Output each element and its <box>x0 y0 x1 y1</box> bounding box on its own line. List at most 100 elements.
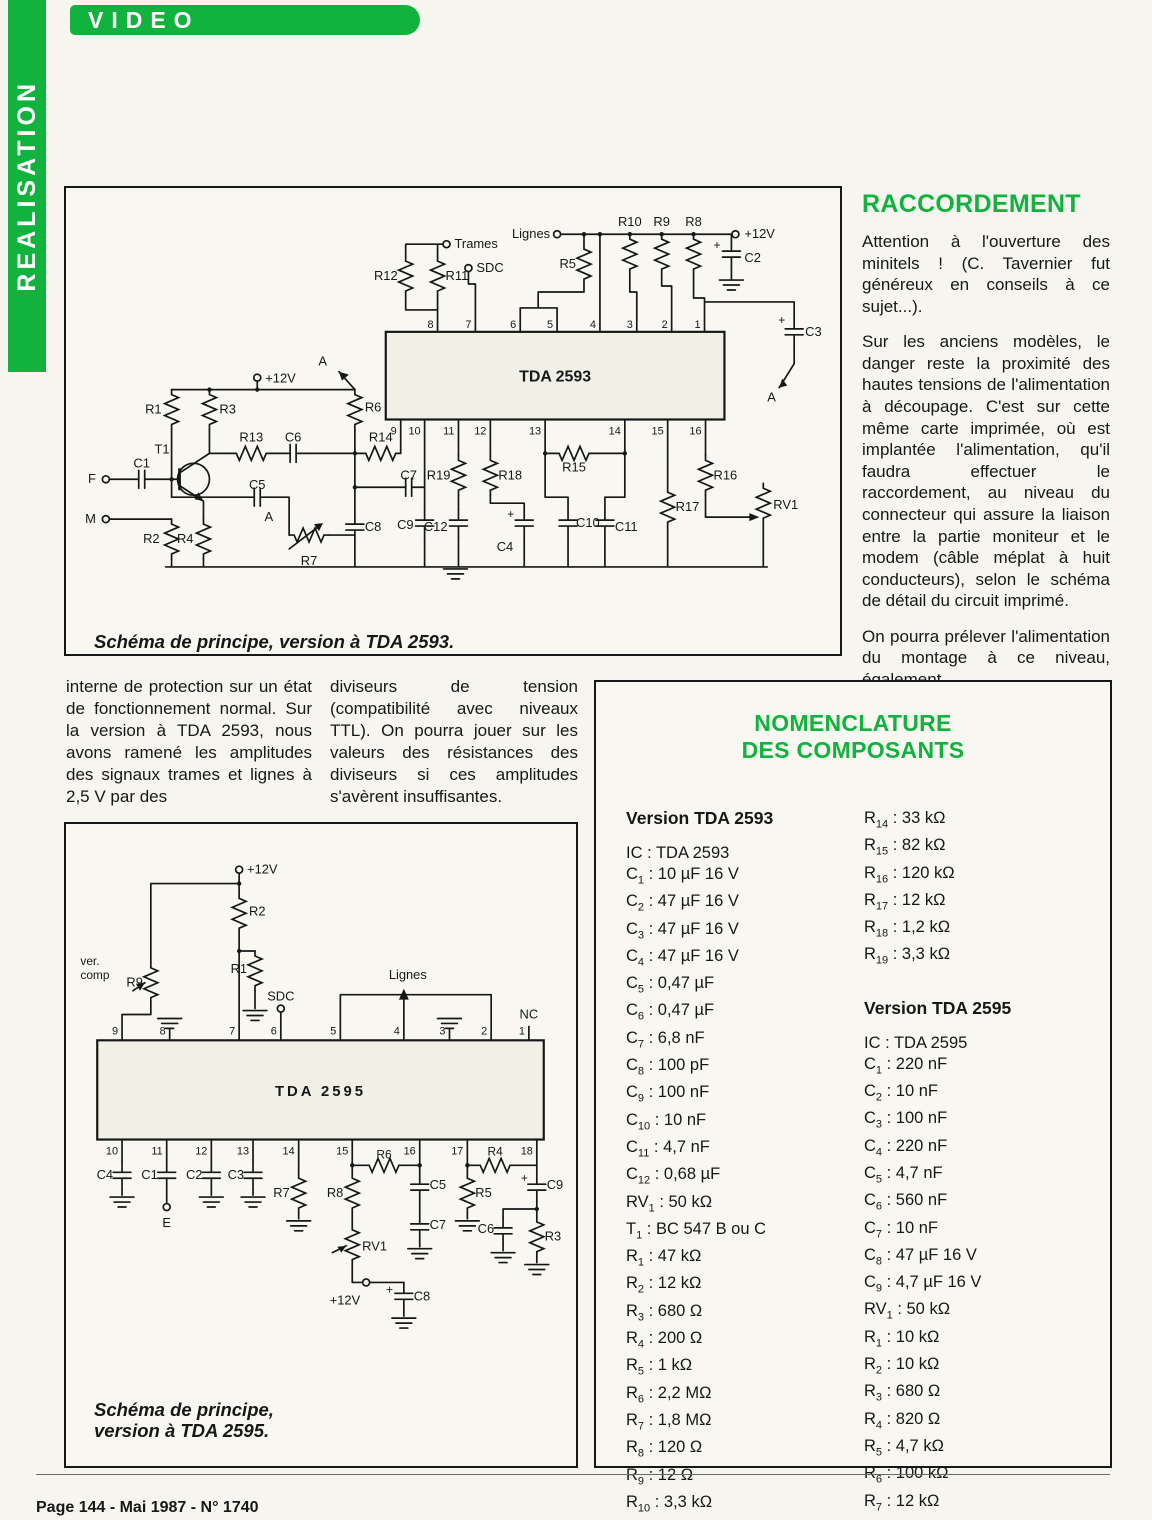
component-item: R8 : 120 kΩ <box>864 1518 1104 1520</box>
schematic1-caption: Schéma de principe, version à TDA 2593. <box>94 630 455 652</box>
schematic-label: 13 <box>237 1145 249 1157</box>
page-footer: Page 144 - Mai 1987 - N° 1740 <box>36 1499 259 1516</box>
component-item: C9 : 100 nF <box>626 1083 710 1105</box>
component-item: C8 : 100 pF <box>626 1056 710 1078</box>
schematic-label: +12V <box>247 862 278 877</box>
schematic-label: R7 <box>301 553 318 568</box>
terminals <box>101 229 740 524</box>
junctions <box>169 232 696 490</box>
schematic-label: 4 <box>394 1025 400 1037</box>
schematic-label: R7 <box>273 1185 289 1200</box>
schematic-label: + <box>386 1282 393 1296</box>
schematic-label: ver. <box>80 954 99 968</box>
component-item: R3 : 680 Ω <box>864 1382 941 1404</box>
component-item: C8 : 47 µF 16 V <box>864 1245 977 1268</box>
component-item: C7 : 10 nF <box>864 1218 938 1240</box>
ic-label: TDA 2593 <box>519 369 591 386</box>
schematic-label: 5 <box>547 319 553 331</box>
ic-tda2595 <box>96 1039 545 1141</box>
schematic-label: 8 <box>160 1025 166 1037</box>
schematic-label: C9 <box>547 1177 563 1192</box>
schematic-label: R12 <box>374 268 398 283</box>
schematic-label: R13 <box>239 429 263 444</box>
schematic-label: R3 <box>219 402 236 417</box>
schematic-label: 18 <box>521 1145 533 1157</box>
schematic-label: C11 <box>615 519 638 534</box>
schematic-label: A <box>318 354 327 369</box>
schematic-label: 9 <box>391 425 397 437</box>
component-item: R17 : 12 kΩ <box>864 890 946 913</box>
schematic-label: R10 <box>618 214 642 229</box>
wires <box>108 233 796 568</box>
schematic-label: R1 <box>145 402 162 417</box>
component-item: C3 : 47 µF 16 V <box>626 919 739 941</box>
nomenclature-title-line2: DES COMPOSANTS <box>741 737 965 764</box>
schematic-label: +12V <box>330 1292 361 1307</box>
component-item: R2 : 10 kΩ <box>864 1355 940 1377</box>
schematic-label: 13 <box>529 425 541 437</box>
schematic-label: 12 <box>195 1145 207 1157</box>
schematic-label: 5 <box>330 1025 336 1037</box>
nomenclature-box: NOMENCLATURE DES COMPOSANTS Version TDA … <box>594 680 1112 1520</box>
schematic-label: 8 <box>427 319 433 331</box>
component-item: C2 : 10 nF <box>864 1082 938 1104</box>
component-item: R16 : 120 kΩ <box>864 863 955 885</box>
schematic-label: 11 <box>151 1145 162 1157</box>
component-item: R8 : 120 Ω <box>626 1438 703 1460</box>
schematic-label: T1 <box>154 441 169 456</box>
schematic-label: 11 <box>443 425 454 437</box>
component-item: C2 : 47 µF 16 V <box>626 892 739 914</box>
schematic-label: 17 <box>451 1145 463 1157</box>
schematic-label: R2 <box>143 531 160 546</box>
component-item: R15 : 82 kΩ <box>864 836 946 858</box>
video-header: VIDEO <box>70 5 420 35</box>
schematic-label: C7 <box>400 467 417 482</box>
component-item: C5 : 4,7 nF <box>864 1163 943 1186</box>
schematic-label: R4 <box>177 531 194 546</box>
schematic-label: F <box>88 471 96 486</box>
schematic-label: C5 <box>249 477 266 492</box>
schematic-label: R6 <box>365 400 382 415</box>
schematic-label: R1 <box>231 961 247 976</box>
schematic-label: R9 <box>653 214 670 229</box>
component-item: C10 : 10 nF <box>626 1110 707 1132</box>
schematic-label: C8 <box>414 1288 430 1303</box>
component-item: R1 : 10 kΩ <box>864 1327 940 1350</box>
schematic-label: C1 <box>141 1167 157 1182</box>
schematic-label: C8 <box>365 519 382 534</box>
component-item: R2 : 12 kΩ <box>626 1274 702 1296</box>
schematic2-caption: Schéma de principe, version à TDA 2595. <box>94 1398 274 1441</box>
schematic-label: SDC <box>267 989 294 1004</box>
schematic-label: C6 <box>285 429 302 444</box>
schematic-label: R17 <box>676 499 700 514</box>
schematic-label: C5 <box>430 1177 446 1192</box>
schematic-label: C4 <box>497 539 514 554</box>
nomenclature-title-line1: NOMENCLATURE <box>754 710 952 736</box>
schematic-label: 2 <box>662 319 668 331</box>
schematic-label: R18 <box>498 467 522 482</box>
schematic-label: C9 <box>397 517 414 532</box>
video-label: VIDEO <box>88 6 200 33</box>
schematic-label: 16 <box>404 1145 416 1157</box>
schematic-label: Lignes <box>512 226 550 241</box>
transistor-t1 <box>176 462 211 502</box>
schematic-label: +12V <box>265 371 296 386</box>
component-item: R9 : 12 Ω <box>626 1465 694 1487</box>
schematic-label: A <box>265 509 274 524</box>
version-tda2595-heading: Version TDA 2595 <box>864 997 1012 1018</box>
body-text-column-2: diviseurs de tension (compatibilité avec… <box>330 677 578 807</box>
schematic-label: C2 <box>186 1167 202 1182</box>
nomenclature-title: NOMENCLATURE DES COMPOSANTS <box>596 710 1110 764</box>
schematic-label: 12 <box>474 425 486 437</box>
schematic-label: RV1 <box>362 1239 387 1254</box>
schematic-label: C6 <box>478 1221 494 1236</box>
schematic-label: +12V <box>744 226 775 241</box>
schematic-label: + <box>713 238 720 252</box>
schematic-label: RV1 <box>773 497 798 512</box>
schematic-label: R3 <box>545 1229 561 1244</box>
raccordement-title: RACCORDEMENT <box>862 190 1081 218</box>
component-item: C9 : 4,7 µF 16 V <box>864 1273 982 1295</box>
component-item: R4 : 820 Ω <box>864 1409 941 1431</box>
